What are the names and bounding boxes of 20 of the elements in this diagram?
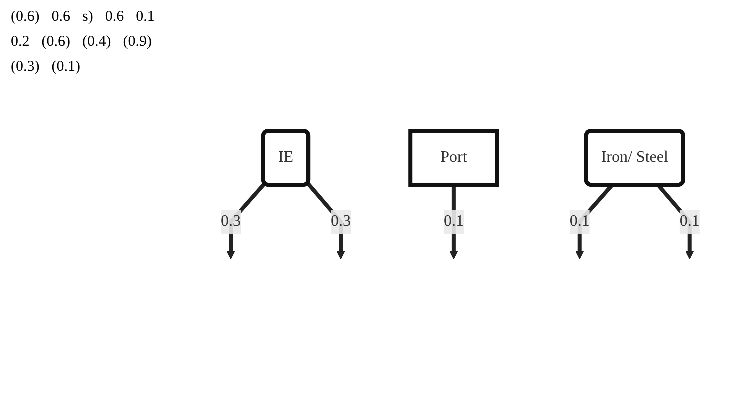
flow-value: 0.6 bbox=[104, 8, 126, 27]
flow-value: 0.6 bbox=[50, 8, 72, 27]
flow-value: (0.9) bbox=[122, 33, 153, 52]
flow-value: 0.1 bbox=[135, 8, 156, 27]
edge-label: 0.1 bbox=[679, 212, 700, 230]
flow-value: s) bbox=[82, 8, 94, 27]
edge-label: 0.3 bbox=[330, 212, 351, 230]
edge-label: 0.1 bbox=[569, 212, 590, 230]
arrow bbox=[449, 184, 458, 259]
flow-value: (0.6) bbox=[10, 8, 41, 27]
flow-value: (0.6) bbox=[40, 33, 72, 52]
flow-value: (0.1) bbox=[50, 58, 82, 77]
arrow bbox=[306, 182, 345, 259]
edge-label: 0.1 bbox=[444, 212, 464, 230]
node-box: Port bbox=[408, 128, 499, 186]
edge-label: 0.3 bbox=[220, 212, 241, 230]
flow-value: 0.2 bbox=[10, 33, 31, 52]
flow-value: (0.4) bbox=[82, 33, 112, 52]
flow-value: (0.3) bbox=[10, 58, 41, 77]
arrow bbox=[226, 182, 266, 259]
